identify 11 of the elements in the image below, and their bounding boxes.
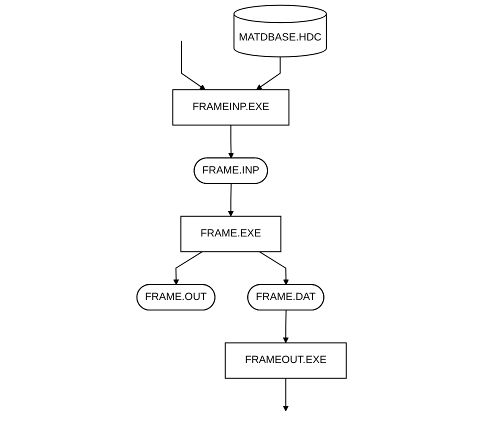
- arrow: [228, 183, 234, 217]
- node-box: FRAME.EXE: [180, 216, 282, 252]
- arrow: [282, 378, 289, 412]
- arrow: [258, 251, 289, 286]
- node-box: FRAMEINP.EXE: [172, 89, 290, 126]
- node-box: FRAMEOUT.EXE: [224, 342, 347, 379]
- arrow: [282, 310, 289, 344]
- arrow: [173, 251, 203, 286]
- arrow: [256, 56, 281, 90]
- arrow: [228, 124, 234, 158]
- arrow: [180, 40, 206, 90]
